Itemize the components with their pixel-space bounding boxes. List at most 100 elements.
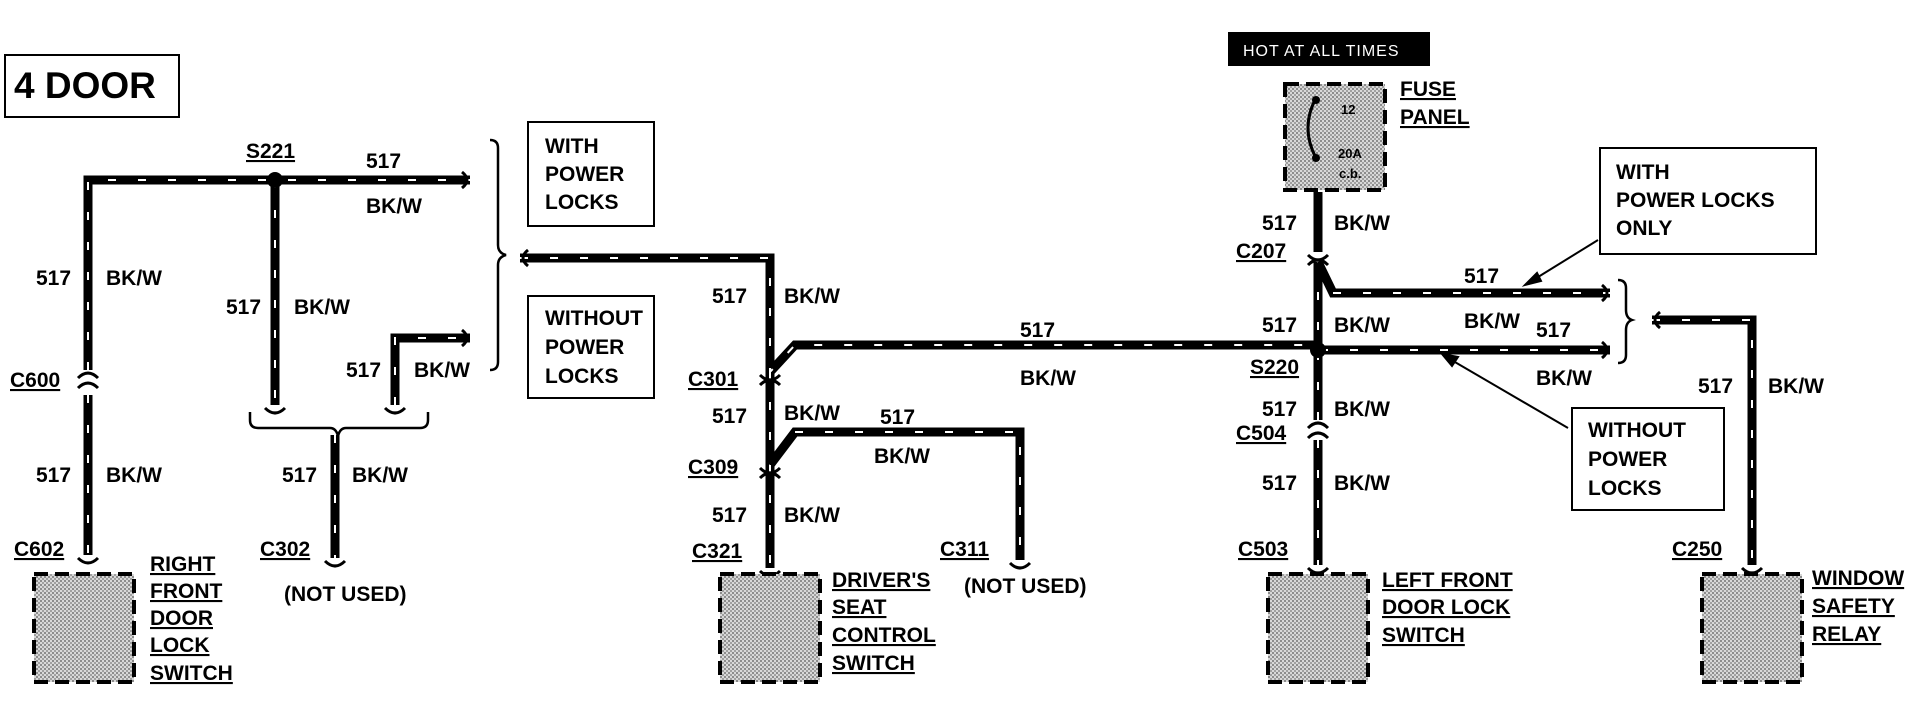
left-front-door-lock-switch <box>1266 572 1370 684</box>
svg-text:BK/W: BK/W <box>1536 367 1592 390</box>
svg-text:517: 517 <box>1262 472 1297 495</box>
svg-text:SAFETY: SAFETY <box>1812 595 1895 618</box>
svg-text:517: 517 <box>1698 375 1733 398</box>
leader-arrows <box>1439 239 1599 429</box>
left-front-door-lock-switch-label: LEFT FRONT DOOR LOCK SWITCH <box>1382 569 1513 647</box>
svg-text:517: 517 <box>226 296 261 319</box>
svg-text:RIGHT: RIGHT <box>150 553 216 576</box>
note-with-power-locks: WITH POWER LOCKS <box>545 135 624 214</box>
connector-c311: C311 <box>940 538 989 561</box>
svg-text:LEFT FRONT: LEFT FRONT <box>1382 569 1513 592</box>
title-box <box>4 54 180 118</box>
svg-text:WITHOUT: WITHOUT <box>1588 419 1686 442</box>
svg-text:WITHOUT: WITHOUT <box>545 307 643 330</box>
not-used-label-c311: (NOT USED) <box>964 575 1087 598</box>
svg-text:ONLY: ONLY <box>1616 217 1672 240</box>
wire-labels: 517 BK/W 517 BK/W 517 BK/W 517 BK/W 517 … <box>36 150 1824 527</box>
connector-s220: S220 <box>1250 356 1299 379</box>
svg-text:POWER: POWER <box>545 336 624 359</box>
svg-text:BK/W: BK/W <box>784 504 840 527</box>
svg-text:517: 517 <box>366 150 401 173</box>
fuse-rating-type: c.b. <box>1339 166 1361 181</box>
svg-text:POWER LOCKS: POWER LOCKS <box>1616 189 1775 212</box>
connector-c600: C600 <box>10 369 60 392</box>
svg-text:WINDOW: WINDOW <box>1812 567 1904 590</box>
svg-text:FRONT: FRONT <box>150 580 222 603</box>
svg-text:LOCKS: LOCKS <box>1588 477 1662 500</box>
hot-at-all-times-banner <box>1228 32 1430 66</box>
svg-text:BK/W: BK/W <box>1020 367 1076 390</box>
drivers-seat-control-switch-label: DRIVER'S SEAT CONTROL SWITCH <box>832 569 936 675</box>
svg-text:LOCK: LOCK <box>150 634 210 657</box>
fuse-number: 12 <box>1341 102 1355 117</box>
svg-text:BK/W: BK/W <box>1464 310 1520 333</box>
note-with-power-locks-only-box <box>1599 147 1817 255</box>
fuse-rating: 20A <box>1338 146 1362 161</box>
svg-text:SWITCH: SWITCH <box>832 652 915 675</box>
svg-text:517: 517 <box>36 464 71 487</box>
svg-text:517: 517 <box>1262 314 1297 337</box>
window-safety-relay <box>1700 572 1804 684</box>
svg-text:DOOR LOCK: DOOR LOCK <box>1382 596 1510 619</box>
svg-text:SWITCH: SWITCH <box>150 662 233 685</box>
note-without-power-locks-left-box <box>527 295 655 399</box>
note-without-power-locks-right-box <box>1571 407 1725 511</box>
svg-text:517: 517 <box>36 267 71 290</box>
svg-text:BK/W: BK/W <box>366 195 422 218</box>
svg-text:BK/W: BK/W <box>106 464 162 487</box>
svg-text:BK/W: BK/W <box>1334 314 1390 337</box>
wire-ends <box>461 170 1661 360</box>
connector-c250: C250 <box>1672 538 1722 561</box>
window-safety-relay-label: WINDOW SAFETY RELAY <box>1812 567 1904 646</box>
page-title: 4 DOOR <box>14 65 156 106</box>
svg-text:POWER: POWER <box>545 163 624 186</box>
svg-text:WITH: WITH <box>545 135 599 158</box>
svg-text:BK/W: BK/W <box>784 285 840 308</box>
svg-text:BK/W: BK/W <box>294 296 350 319</box>
svg-text:BK/W: BK/W <box>352 464 408 487</box>
connector-c302: C302 <box>260 538 310 561</box>
svg-text:POWER: POWER <box>1588 448 1667 471</box>
fuse-symbol <box>1306 97 1318 159</box>
svg-text:BK/W: BK/W <box>1334 472 1390 495</box>
svg-text:517: 517 <box>712 504 747 527</box>
wires <box>83 175 1757 568</box>
not-used-label-c302: (NOT USED) <box>284 583 407 606</box>
note-with-power-locks-only: WITH POWER LOCKS ONLY <box>1616 161 1775 240</box>
svg-text:517: 517 <box>1020 319 1055 342</box>
connector-labels: S221 C600 C602 C302 C301 C309 C321 C311 … <box>10 140 1722 563</box>
drivers-seat-control-switch <box>718 572 822 684</box>
svg-text:BK/W: BK/W <box>784 402 840 425</box>
svg-text:517: 517 <box>712 405 747 428</box>
hot-at-all-times-label: HOT AT ALL TIMES <box>1243 43 1400 60</box>
brackets <box>248 138 1636 437</box>
svg-text:517: 517 <box>1536 319 1571 342</box>
fuse-panel-box <box>1283 82 1387 192</box>
fuse-panel-label-1: FUSE <box>1400 78 1456 101</box>
svg-text:BK/W: BK/W <box>1768 375 1824 398</box>
svg-text:517: 517 <box>1262 398 1297 421</box>
svg-text:RELAY: RELAY <box>1812 623 1881 646</box>
svg-text:LOCKS: LOCKS <box>545 191 619 214</box>
svg-text:DOOR: DOOR <box>150 607 213 630</box>
right-front-door-lock-switch-label: RIGHT FRONT DOOR LOCK SWITCH <box>150 553 233 685</box>
connector-c321: C321 <box>692 540 743 563</box>
svg-text:SEAT: SEAT <box>832 596 887 619</box>
connector-c301: C301 <box>688 368 739 391</box>
svg-text:517: 517 <box>712 285 747 308</box>
svg-text:517: 517 <box>880 406 915 429</box>
svg-text:CONTROL: CONTROL <box>832 624 936 647</box>
note-with-power-locks-box <box>527 121 655 227</box>
svg-text:BK/W: BK/W <box>106 267 162 290</box>
svg-text:517: 517 <box>346 359 381 382</box>
connector-c207: C207 <box>1236 240 1286 263</box>
connector-c602: C602 <box>14 538 64 561</box>
svg-text:BK/W: BK/W <box>1334 398 1390 421</box>
svg-text:517: 517 <box>282 464 317 487</box>
svg-text:BK/W: BK/W <box>874 445 930 468</box>
svg-text:BK/W: BK/W <box>1334 212 1390 235</box>
svg-text:517: 517 <box>1262 212 1297 235</box>
connector-c504: C504 <box>1236 422 1287 445</box>
connector-s221: S221 <box>246 140 295 163</box>
